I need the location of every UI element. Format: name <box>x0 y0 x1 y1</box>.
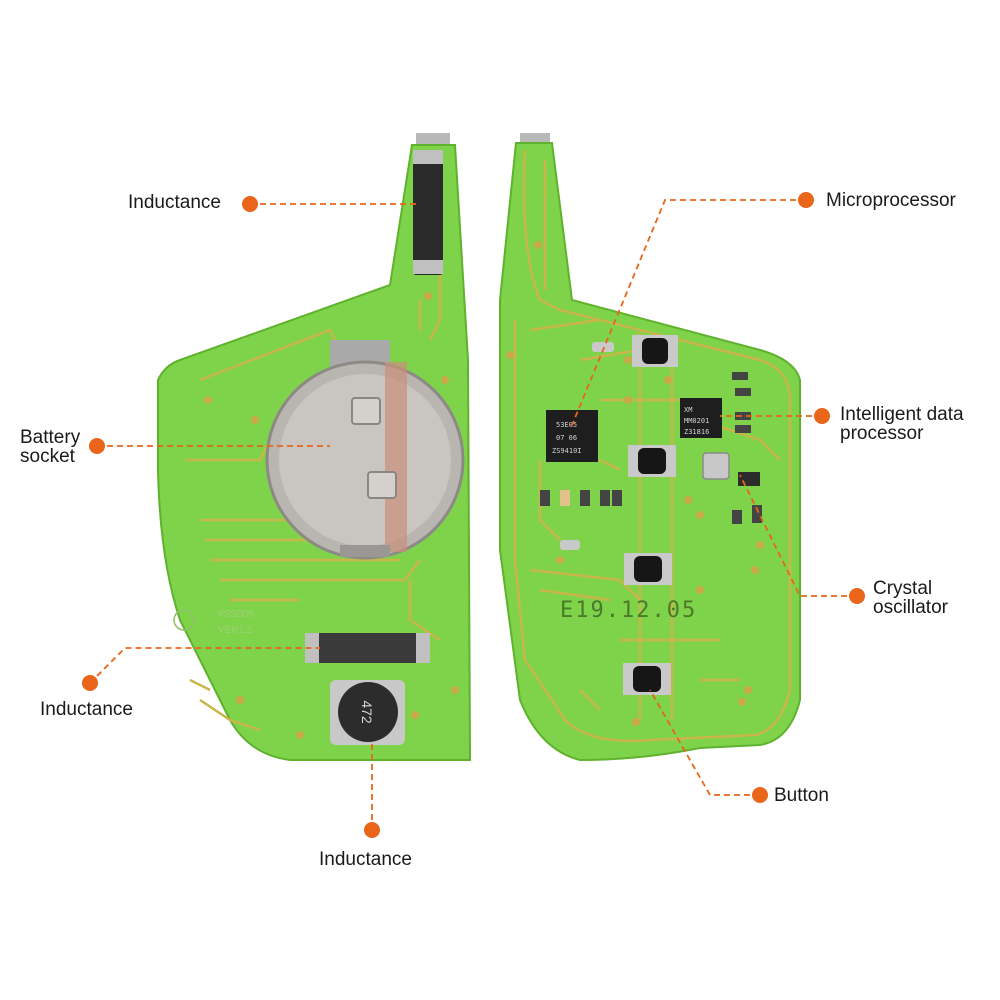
label-button: Button <box>774 786 829 805</box>
callout-dots <box>82 192 865 838</box>
inductance-left-component <box>305 633 430 663</box>
label-intelligent-data-processor-line-2: processor <box>840 423 924 444</box>
battery-socket-component <box>265 340 465 560</box>
smd-components <box>540 342 762 550</box>
label-battery-socket-line-2: socket <box>20 446 75 467</box>
label-crystal-oscillator-line-1: Crystal <box>873 578 933 599</box>
label-intelligent-data-processor: Intelligent data processor <box>840 405 964 443</box>
label-inductance-left: Inductance <box>40 700 133 719</box>
coil-marking: 472 <box>359 700 375 724</box>
label-inductance-left-text: Inductance <box>40 699 133 720</box>
inductance-coil-component: 472 <box>330 680 405 745</box>
label-inductance-top-text: Inductance <box>128 192 221 213</box>
right-board-pads <box>506 241 764 726</box>
intelligent-data-processor-chip: XM MM0201 Z31816 <box>680 398 722 438</box>
right-pcb-board: 53E05 07 06 ZS9410I XM MM0201 Z31816 <box>499 133 801 762</box>
callout-dot-battery-socket <box>89 438 105 454</box>
callout-leader-lines <box>89 199 857 830</box>
callout-dot-intelligent-data-processor <box>814 408 830 424</box>
callout-dot-button <box>752 787 768 803</box>
label-inductance-bottom: Inductance <box>319 850 412 869</box>
tactile-button-3 <box>624 553 672 585</box>
right-board-traces <box>513 149 792 743</box>
label-battery-socket: Battery socket <box>20 428 80 466</box>
callout-dot-inductance-bottom <box>364 822 380 838</box>
crystal-oscillator-component <box>702 452 730 480</box>
board-model-marking: #SS006 <box>218 609 254 620</box>
label-button-text: Button <box>774 785 829 806</box>
label-inductance-bottom-text: Inductance <box>319 849 412 870</box>
label-inductance-top: Inductance <box>128 193 221 212</box>
board-version-marking: VER1.1 <box>218 625 253 636</box>
logo-icon <box>173 609 195 631</box>
label-microprocessor-text: Microprocessor <box>826 190 956 211</box>
chip-data-line-1: XM <box>684 406 692 414</box>
label-microprocessor: Microprocessor <box>826 191 956 210</box>
label-crystal-oscillator-line-2: oscillator <box>873 597 948 618</box>
tactile-buttons <box>623 335 678 695</box>
callout-dot-inductance-top <box>242 196 258 212</box>
left-board-pads <box>204 292 459 739</box>
tactile-button-4 <box>623 663 671 695</box>
chip-main-line-1: 53E05 <box>556 421 577 429</box>
left-pcb-board: 472 #SS006 VER1.1 <box>157 133 472 761</box>
label-battery-socket-line-1: Battery <box>20 427 81 448</box>
label-crystal-oscillator: Crystal oscillator <box>873 579 948 617</box>
leader-microprocessor <box>569 199 806 431</box>
date-code-marking: E19.12.05 <box>560 598 697 623</box>
leader-button <box>649 689 760 796</box>
microprocessor-chip: 53E05 07 06 ZS9410I <box>546 410 598 462</box>
inductance-top-component <box>413 150 443 275</box>
tactile-button-2 <box>628 445 676 477</box>
callout-dot-microprocessor <box>798 192 814 208</box>
chip-data-line-3: Z31816 <box>684 428 709 436</box>
callout-dot-crystal-oscillator <box>849 588 865 604</box>
chip-main-line-2: 07 06 <box>556 434 577 442</box>
chip-data-line-2: MM0201 <box>684 417 709 425</box>
label-intelligent-data-processor-line-1: Intelligent data <box>840 404 964 425</box>
callout-dot-inductance-left <box>82 675 98 691</box>
chip-main-line-3: ZS9410I <box>552 447 582 455</box>
left-board-top-edge <box>416 133 450 147</box>
tactile-button-1 <box>632 335 678 367</box>
